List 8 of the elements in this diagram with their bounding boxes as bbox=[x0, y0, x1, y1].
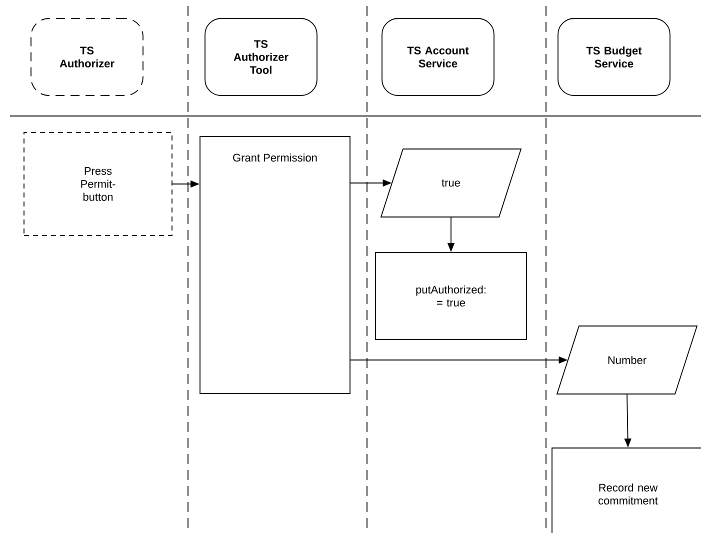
actor-box: TS Authorizer bbox=[30, 18, 144, 96]
process-box: putAuthorized: = true bbox=[375, 252, 527, 340]
lane-header: TS Authorizer Tool bbox=[204, 18, 318, 96]
process-box: Grant Permission bbox=[200, 136, 350, 394]
lane-header: TS Budget Service bbox=[558, 18, 670, 96]
process-box: Press Permit-button bbox=[24, 132, 172, 236]
process-box: Record new commitment bbox=[552, 448, 701, 533]
lane-header: TS Account Service bbox=[382, 18, 494, 96]
